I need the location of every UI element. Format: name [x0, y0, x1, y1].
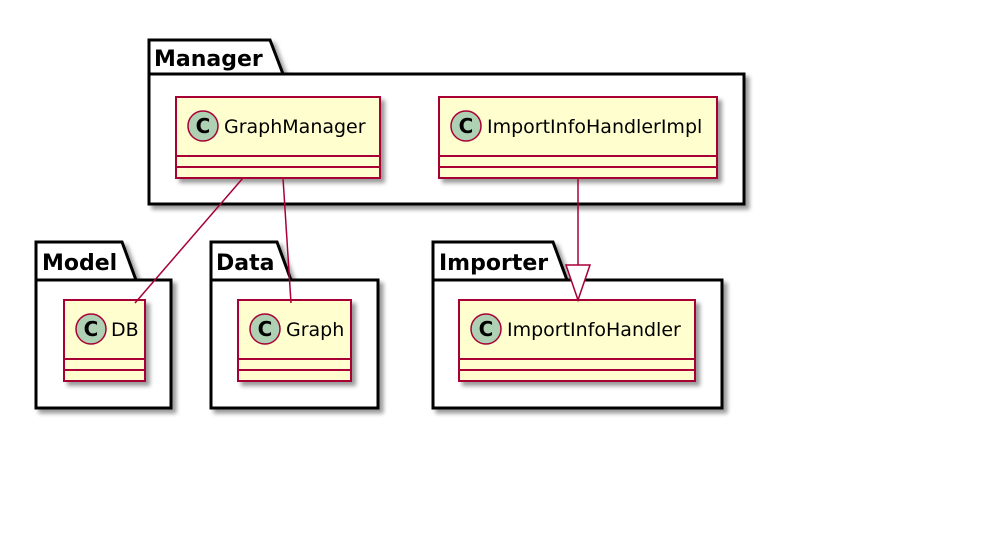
class-badge-icon — [470, 313, 502, 345]
package-model-title: Model — [42, 251, 117, 276]
relations — [134, 177, 592, 304]
package-importer-title: Importer — [439, 251, 548, 276]
class-db[interactable]: C DB — [63, 299, 146, 382]
package-data-title: Data — [216, 251, 274, 276]
class-badge-icon — [75, 313, 107, 345]
class-import-info-handler-impl[interactable]: C ImportInfoHandlerImpl — [438, 96, 718, 179]
class-graph-manager-name: GraphManager — [224, 116, 366, 138]
class-badge-letter: C — [459, 114, 474, 138]
class-import-info-handler-name: ImportInfoHandler — [507, 319, 681, 341]
class-import-info-handler-box — [458, 299, 696, 382]
class-badge-icon — [187, 110, 219, 142]
package-manager-title: Manager — [154, 47, 263, 72]
class-graph[interactable]: C Graph — [237, 299, 352, 382]
class-import-info-handler-impl-box — [438, 96, 718, 179]
class-import-info-handler-impl-name: ImportInfoHandlerImpl — [487, 116, 702, 138]
class-graph-name: Graph — [286, 319, 344, 341]
association-graphmanager-db[interactable] — [134, 177, 244, 304]
class-badge-letter: C — [258, 317, 273, 341]
class-badge-letter: C — [84, 317, 99, 341]
class-db-box — [63, 299, 146, 382]
class-graph-manager[interactable]: C GraphManager — [175, 96, 381, 179]
realization-arrowhead-icon — [564, 264, 592, 303]
class-badge-icon — [450, 110, 482, 142]
class-badge-letter: C — [479, 317, 494, 341]
class-db-name: DB — [111, 319, 139, 341]
class-badge-letter: C — [196, 114, 211, 138]
class-badge-icon — [249, 313, 281, 345]
class-import-info-handler[interactable]: C ImportInfoHandler — [458, 299, 696, 382]
association-graphmanager-graph[interactable] — [282, 177, 292, 304]
class-graph-box — [237, 299, 352, 382]
